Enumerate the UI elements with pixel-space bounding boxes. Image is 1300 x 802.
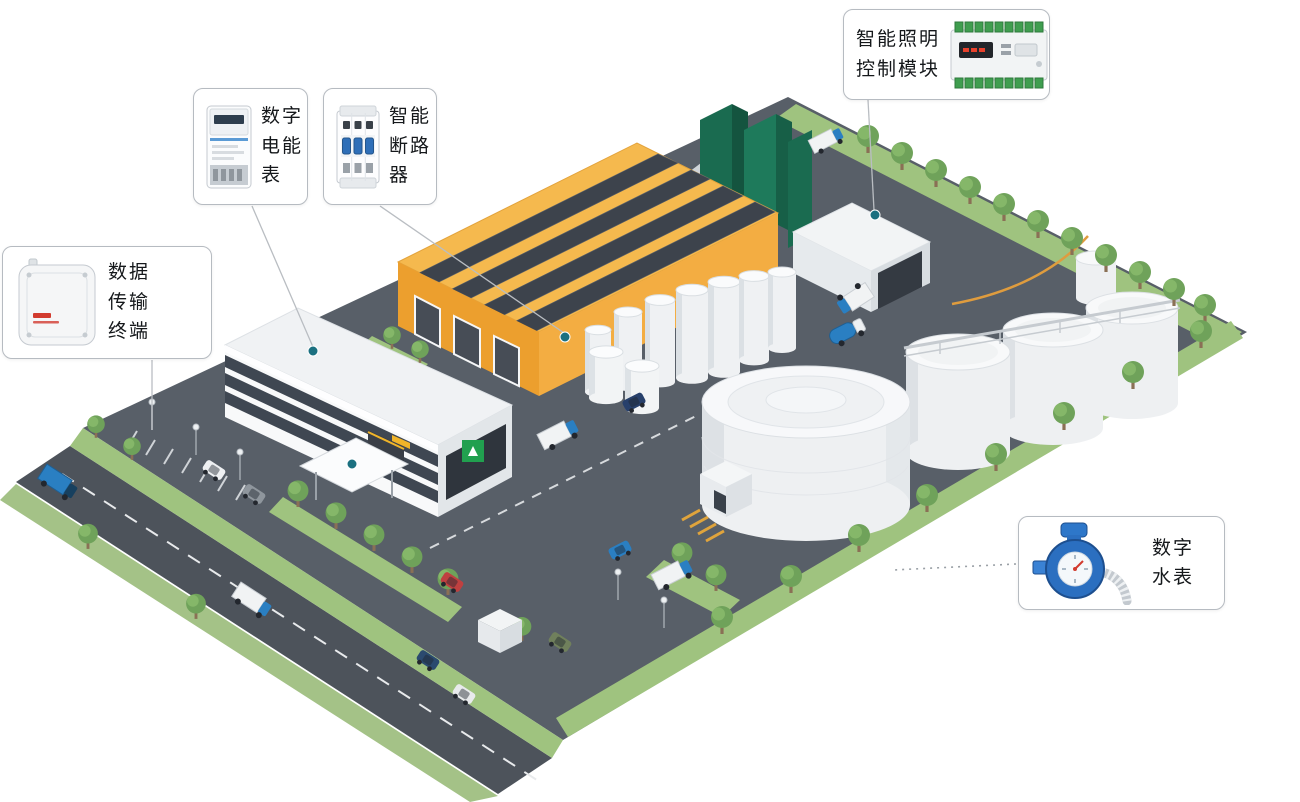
smart-circuit-breaker-image [336,105,380,189]
callout-smart-lighting-module: 智能照明 控制模块 [843,9,1050,100]
digital-energy-meter-image [206,105,252,189]
office-building [223,307,514,517]
callout-digital-water-meter: 数字 水表 [1018,516,1225,610]
biogas-tank [700,365,911,541]
smart-circuit-breaker-label: 智能 断路 器 [389,106,432,187]
silo-cluster [584,266,797,415]
solar-panels [418,153,776,332]
digital-water-meter-image [1031,521,1143,605]
smart-lighting-module-label: 智能照明 控制模块 [856,29,941,80]
data-transmission-terminal-image [15,257,99,349]
smart-lighting-module-image [949,20,1049,90]
tank-hut [700,461,752,517]
callout-digital-energy-meter: 数字 电能 表 [193,88,308,205]
leader-lines [151,99,1017,571]
callout-data-transmission-terminal: 数据 传输 终端 [2,246,212,359]
guard-house [478,609,522,653]
facade-sign [368,430,404,461]
garage-truck [837,281,876,314]
garage-building [791,202,932,314]
ground [0,97,1247,802]
tank-walkway [903,298,1181,357]
data-transmission-terminal-label: 数据 传输 终端 [108,262,151,343]
digital-energy-meter-label: 数字 电能 表 [261,106,304,187]
connection-markers [307,209,881,470]
digital-water-meter-label: 数字 水表 [1152,537,1195,588]
callout-smart-circuit-breaker: 智能 断路 器 [323,88,437,205]
